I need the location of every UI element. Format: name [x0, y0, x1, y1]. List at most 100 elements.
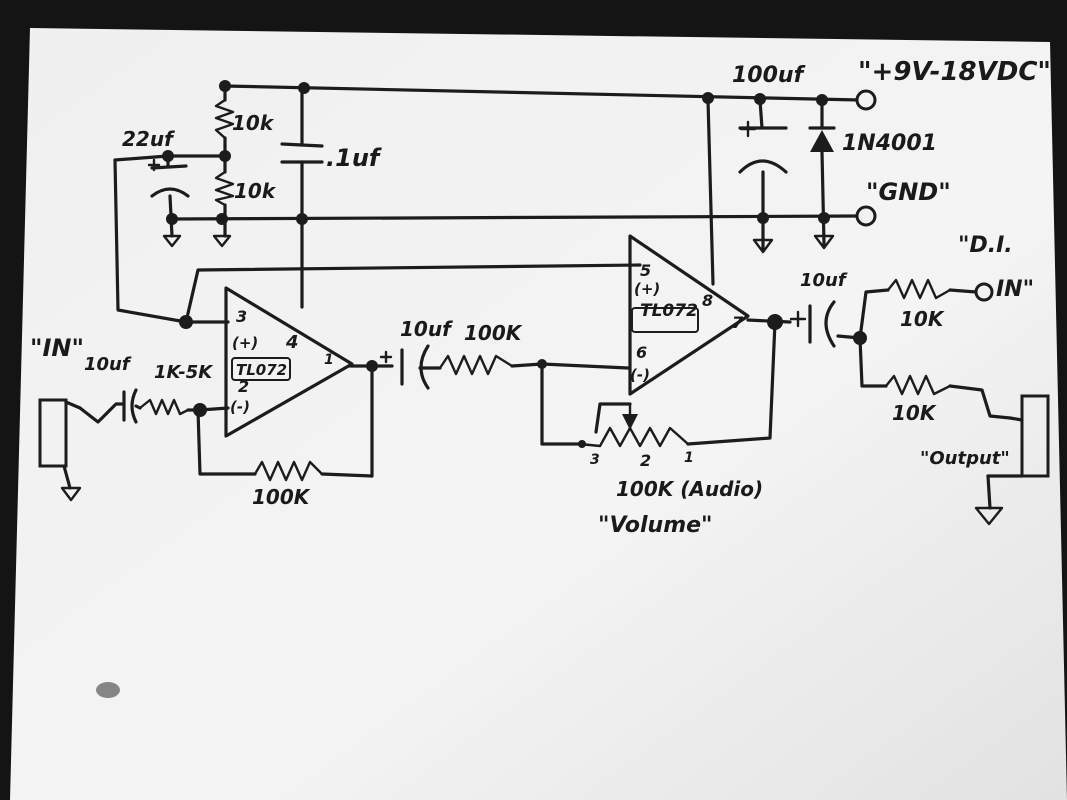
bias-res-top-label: 10k: [232, 111, 275, 135]
pot-right-wire: [686, 320, 777, 446]
cap-plate-top: [280, 142, 324, 148]
opamp2-part-label: TL072: [640, 301, 698, 321]
jack-tip: [1008, 416, 1024, 422]
opamp-stage2: [628, 234, 750, 396]
bias-to-noninv-wire: [113, 154, 230, 324]
cap-stage2-10uf: [379, 344, 442, 390]
bias-resistor-bottom: [214, 170, 235, 207]
pot-name-label: "Volume": [598, 513, 713, 538]
opamp2-pin6: 6: [636, 343, 647, 362]
ground-icon: [752, 238, 774, 254]
pot-resistor-symbol: [578, 426, 690, 448]
resistor-symbol: [438, 354, 514, 376]
gnd-terminal: [855, 205, 877, 227]
paper-body: [10, 28, 1067, 800]
ground-icon: [162, 234, 182, 248]
di-resistor-top: [886, 278, 952, 300]
feedback-right-wire: [320, 364, 374, 478]
input-jack: [38, 398, 82, 468]
pot-pin3: 3: [590, 452, 600, 468]
ground-icon: [974, 506, 1004, 526]
resistor-symbol: [884, 374, 952, 396]
di-in-label-line1: "D.I.: [958, 233, 1013, 258]
junction-dot: [298, 82, 310, 94]
ground-icon: [813, 234, 835, 250]
pot-wiper-arrow: [622, 414, 638, 430]
junction-dot: [216, 213, 228, 225]
diode-bottom-wire: [820, 150, 826, 246]
pot-left-wire: [540, 362, 582, 446]
to-inv2-wire: [540, 362, 630, 370]
labels: "+9V-18VDC" "GND" 100uf 1N4001 10k 10k 2…: [30, 57, 1051, 538]
output-gnd-wire: [986, 474, 992, 510]
diode-triangle: [810, 130, 834, 152]
out-cap-label: 10uf: [800, 270, 848, 291]
junctions: [162, 80, 867, 448]
opamp-stage1: [224, 286, 354, 438]
cap-100uf: [738, 120, 788, 174]
resistor-symbol: [214, 98, 235, 140]
stage2-cap-label: 10uf: [400, 317, 453, 341]
diode-label: 1N4001: [842, 131, 937, 156]
opamp2-pin6-sign: (-): [630, 366, 650, 384]
di-top-wire: [858, 288, 890, 340]
di-resistor-bottom: [884, 374, 952, 396]
di-res-bottom-label: 10K: [892, 401, 937, 425]
feedback-left-wire: [196, 408, 257, 476]
cap-plus-sign: [147, 158, 161, 172]
junction-dot: [219, 80, 231, 92]
ground-icon: [212, 234, 232, 248]
di-bottom-wire: [858, 336, 888, 388]
jack-body: [1020, 394, 1050, 478]
opamp-triangle: [224, 286, 354, 438]
input-resistor: [138, 398, 190, 416]
cap-plate-curved: [824, 300, 836, 348]
resistor-symbol: [253, 460, 324, 482]
jack-tip-wire: [78, 402, 126, 424]
jack-tip: [64, 400, 82, 410]
junction-dot: [166, 213, 178, 225]
ground-symbols: [60, 234, 1004, 526]
cap-lead: [134, 404, 142, 410]
ground-icon: [60, 486, 82, 502]
cap-decoupling: [280, 142, 324, 164]
cap-plate-curved: [130, 388, 138, 424]
opamp1-pin4: 4: [285, 332, 299, 353]
stage2-input-resistor: [438, 354, 514, 376]
opamp2-pin7: 7: [732, 313, 744, 332]
junction-dot: [179, 315, 193, 329]
junction-dot: [853, 331, 867, 345]
resistor-symbol: [138, 398, 190, 416]
resistor-symbol: [886, 278, 952, 300]
opamp1-pin2-sign: (-): [230, 398, 250, 416]
opamp-part-box: [231, 357, 291, 381]
di-in-label-line2: IN": [996, 277, 1034, 302]
jack-gnd-wire: [62, 464, 72, 490]
junction-dot: [537, 359, 547, 369]
cap-plus-sign: [739, 120, 757, 138]
input-jack-label: "IN": [30, 334, 84, 362]
opamp1-pin3: 3: [236, 307, 247, 326]
pot-pin2: 2: [640, 451, 651, 470]
junction-dot: [754, 93, 766, 105]
decoupling-cap-label: .1uf: [326, 144, 382, 172]
junction-dot: [767, 314, 783, 330]
cap-plus-sign: [789, 310, 807, 328]
cap-input-10uf: [122, 388, 142, 424]
cap-output-10uf: [789, 300, 836, 348]
junction-dot: [296, 213, 308, 225]
vin-terminal: [855, 89, 877, 111]
volume-pot: [578, 402, 690, 448]
output-tip-wire: [948, 384, 1012, 420]
output-jack: [986, 394, 1050, 478]
resistor-symbol: [214, 170, 235, 207]
opamp-part-box: [631, 307, 699, 333]
input-cap-label: 10uf: [84, 354, 132, 375]
gnd-label: "GND": [866, 178, 951, 206]
pot-value-label: 100K (Audio): [616, 477, 763, 501]
ink-smudge: [96, 682, 120, 698]
res100k-out-wire: [510, 362, 544, 368]
feedback-res-label: 100K: [252, 485, 311, 509]
junction-dot: [702, 92, 714, 104]
opamp2-pin5-sign: (+): [634, 280, 660, 298]
